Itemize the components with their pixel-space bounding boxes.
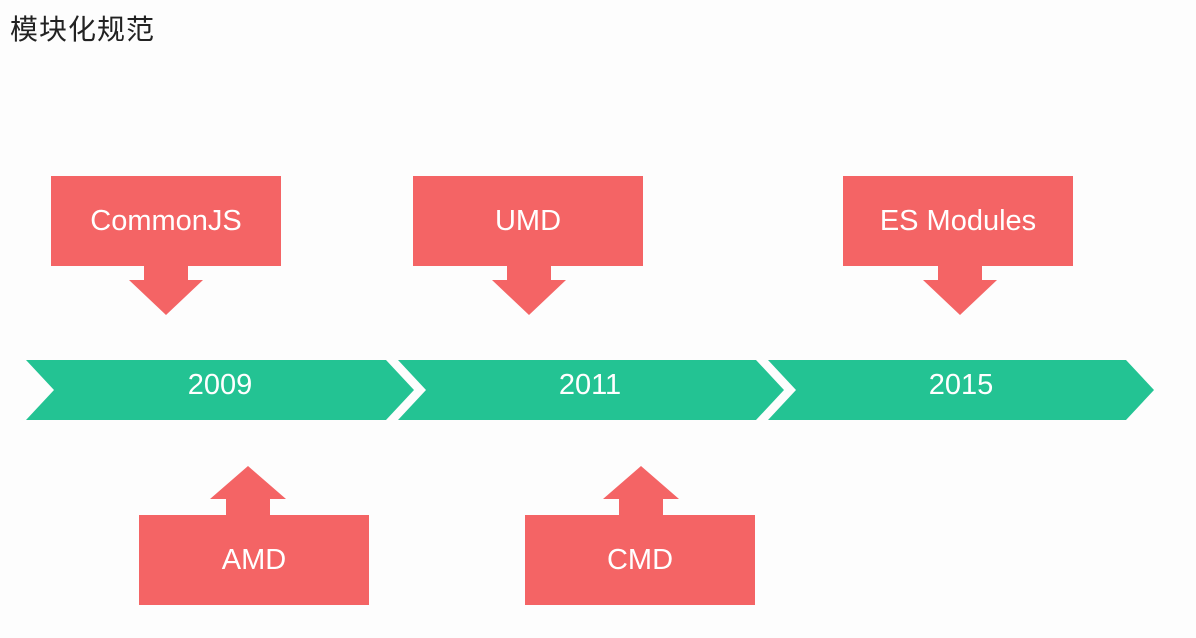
cmd-callout: CMD	[525, 515, 755, 605]
amd-arrow-up	[210, 466, 286, 515]
timeline-segment-2009	[26, 360, 414, 420]
es-modules-arrow-down	[923, 266, 997, 315]
es-modules-label: ES Modules	[879, 204, 1037, 237]
cmd-label: CMD	[606, 543, 674, 576]
page-title: 模块化规范	[10, 13, 156, 46]
commonjs-label: CommonJS	[90, 204, 242, 237]
cmd-arrow-up	[603, 466, 679, 515]
amd-label: AMD	[221, 543, 287, 576]
timeline-segment-2015	[768, 360, 1154, 420]
umd-arrow-down	[492, 266, 566, 315]
es-modules-callout: ES Modules	[843, 176, 1073, 266]
timeline-segment-2011	[398, 360, 784, 420]
commonjs-callout: CommonJS	[51, 176, 281, 266]
umd-callout: UMD	[413, 176, 643, 266]
year-2009: 2009	[187, 369, 253, 401]
year-2015: 2015	[928, 369, 994, 401]
year-2011: 2011	[558, 369, 622, 401]
umd-label: UMD	[494, 204, 562, 237]
amd-callout: AMD	[139, 515, 369, 605]
commonjs-arrow-down	[129, 266, 203, 315]
